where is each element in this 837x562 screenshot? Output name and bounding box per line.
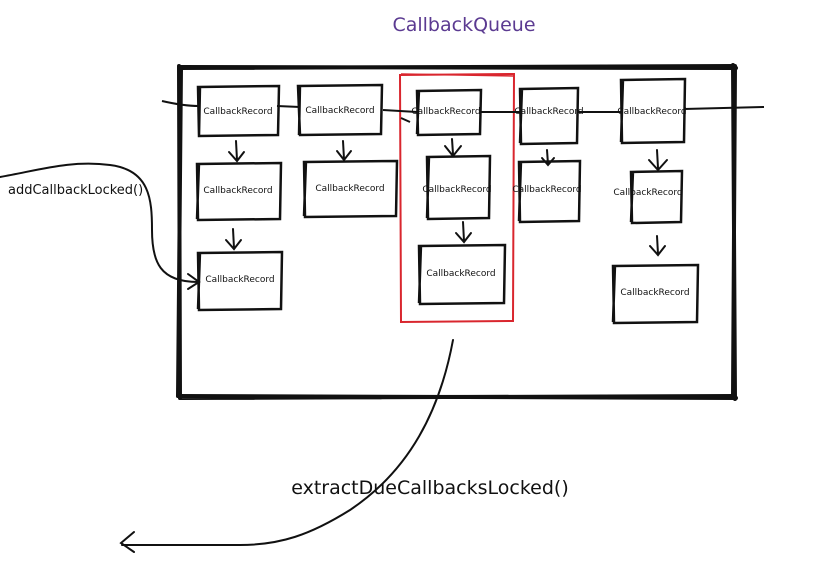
due-callbacks-highlight: [398, 72, 516, 324]
record-label: CallbackRecord: [512, 185, 581, 195]
record-label: CallbackRecord: [203, 107, 272, 117]
diagram-title: CallbackQueue: [392, 14, 535, 36]
record-label: CallbackRecord: [620, 288, 689, 298]
record-col5-2: CallbackRecord: [613, 169, 684, 225]
extract-callbacks-arrow: [119, 339, 454, 553]
record-col3-3: CallbackRecord: [417, 243, 507, 306]
record-col2-1: CallbackRecord: [296, 83, 384, 137]
record-label: CallbackRecord: [426, 269, 495, 279]
record-label: CallbackRecord: [514, 107, 583, 117]
record-label: CallbackRecord: [205, 275, 274, 285]
record-col5-1: CallbackRecord: [617, 77, 687, 145]
head-chain-line: [161, 100, 765, 123]
record-label: CallbackRecord: [422, 185, 491, 195]
queue-container: [176, 63, 738, 401]
record-label: CallbackRecord: [203, 186, 272, 196]
record-label: CallbackRecord: [411, 107, 480, 117]
record-col4-2: CallbackRecord: [512, 159, 582, 224]
add-callback-arrow: [0, 162, 201, 290]
record-col2-2: CallbackRecord: [302, 159, 399, 219]
record-col4-1: CallbackRecord: [514, 86, 584, 146]
down-arrows: [225, 138, 668, 257]
extract-callbacks-label: extractDueCallbacksLocked(): [291, 477, 569, 499]
record-col1-1: CallbackRecord: [196, 84, 281, 138]
record-col5-3: CallbackRecord: [611, 263, 700, 325]
record-col3-1: CallbackRecord: [411, 88, 483, 137]
record-label: CallbackRecord: [613, 188, 682, 198]
record-col3-2: CallbackRecord: [422, 154, 492, 221]
record-label: CallbackRecord: [315, 184, 384, 194]
record-col1-2: CallbackRecord: [195, 161, 283, 222]
record-label: CallbackRecord: [305, 106, 374, 116]
record-label: CallbackRecord: [617, 107, 686, 117]
add-callback-label: addCallbackLocked(): [8, 183, 143, 198]
record-col1-3: CallbackRecord: [196, 250, 284, 312]
